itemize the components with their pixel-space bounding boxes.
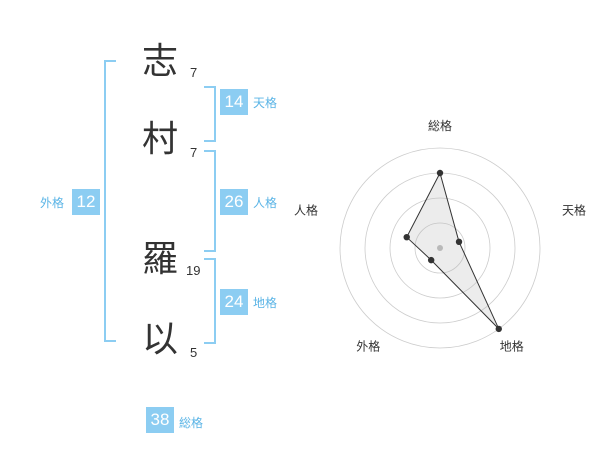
tenkaku-label: 天格	[253, 96, 278, 110]
chikaku-label: 地格	[253, 296, 278, 310]
radar-ring-1	[414, 222, 466, 274]
radar-point-5	[403, 233, 410, 241]
stroke-count-3: 19	[186, 263, 201, 278]
radar-axis-label-5: 人格	[294, 202, 318, 217]
stroke-count-4: 5	[190, 345, 198, 360]
radar-ring-2	[389, 197, 491, 299]
tenkaku-bracket	[204, 86, 216, 142]
name-char-4: 以	[141, 319, 178, 360]
chikaku-badge: 24	[220, 289, 248, 315]
radar-point-1	[436, 169, 444, 177]
stroke-count-2: 7	[190, 145, 198, 160]
chikaku-bracket	[204, 258, 216, 344]
radar-center	[437, 245, 443, 251]
stroke-count-1: 7	[190, 65, 198, 80]
soukaku-label: 総格	[179, 416, 204, 430]
soukaku-badge: 38	[146, 407, 174, 433]
radar-point-4	[427, 256, 435, 264]
radar-point-3	[495, 325, 502, 333]
gaikaku-badge: 12	[72, 189, 100, 215]
jinkaku-badge: 26	[220, 189, 248, 215]
name-char-1: 志	[141, 41, 178, 82]
jinkaku-label: 人格	[253, 196, 278, 210]
radar-points	[403, 169, 502, 333]
radar-point-2	[455, 238, 463, 246]
gaikaku-bracket	[104, 60, 116, 342]
radar-ring-4	[339, 147, 541, 349]
radar-axis-label-1: 総格	[428, 118, 452, 133]
tenkaku-badge: 14	[220, 89, 248, 115]
name-char-3: 羅	[141, 239, 178, 280]
gaikaku-label: 外格	[40, 196, 65, 210]
jinkaku-bracket	[204, 150, 216, 252]
radar-axis-label-2: 天格	[562, 202, 586, 217]
radar-axis-label-4: 外格	[356, 339, 380, 354]
radar-axis-label-3: 地格	[500, 339, 524, 354]
name-char-2: 村	[141, 119, 178, 160]
radar-area	[406, 171, 500, 330]
